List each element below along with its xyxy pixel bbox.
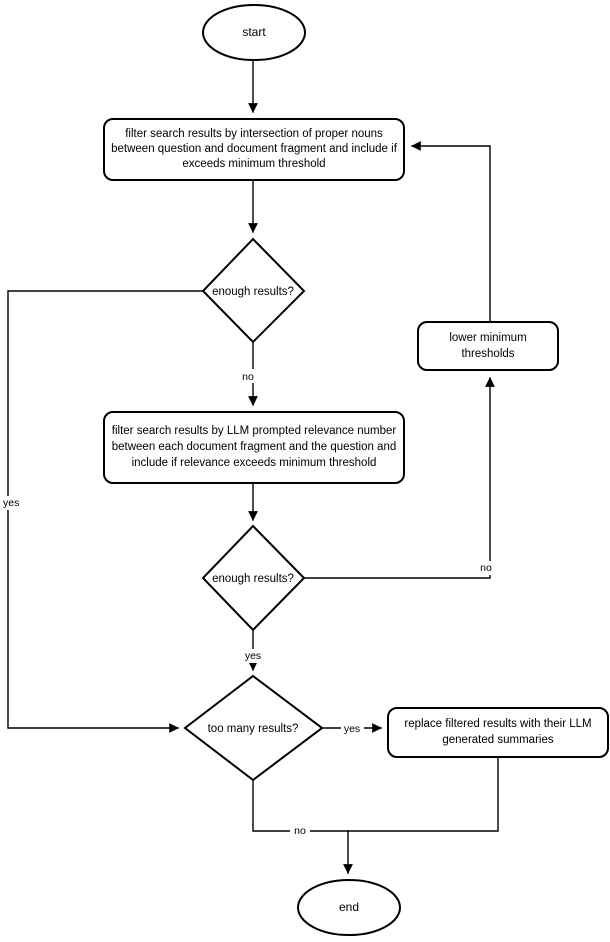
edge-enough-results-2-no-to-lower-thresholds: no bbox=[303, 377, 496, 579]
edge-label-too-many-results-yes: yes bbox=[344, 723, 360, 735]
filter-llm-relevance-label-line3: include if relevance exceeds minimum thr… bbox=[132, 457, 377, 469]
node-lower-thresholds[interactable]: lower minimum thresholds bbox=[417, 321, 559, 371]
too-many-results-label: too many results? bbox=[208, 723, 299, 735]
edge-enough-results-1-no-to-filter-llm-relevance: no bbox=[239, 341, 258, 406]
node-end[interactable]: end bbox=[297, 879, 401, 936]
node-filter-proper-nouns[interactable]: filter search results by intersection of… bbox=[103, 118, 405, 181]
edge-replace-with-summaries-to-end bbox=[347, 756, 499, 832]
filter-llm-relevance-label-line1: filter search results by LLM prompted re… bbox=[112, 425, 397, 437]
lower-thresholds-box-shape bbox=[417, 321, 559, 371]
enough-results-1-diamond-shape bbox=[201, 237, 306, 344]
node-replace-with-summaries[interactable]: replace filtered results with their LLM … bbox=[387, 707, 609, 758]
edge-lower-thresholds-to-filter-proper-nouns bbox=[411, 141, 491, 323]
edge-enough-results-2-yes-to-too-many-results: yes bbox=[242, 629, 265, 671]
enough-results-2-label: enough results? bbox=[212, 573, 294, 585]
enough-results-2-diamond-shape bbox=[201, 524, 306, 632]
filter-llm-relevance-box-shape bbox=[103, 411, 405, 484]
filter-proper-nouns-label-line2: between question and document fragment a… bbox=[111, 143, 398, 155]
edge-label-enough-results-1-no: no bbox=[242, 371, 254, 383]
edge-too-many-results-no-to-end: no bbox=[252, 779, 353, 874]
replace-with-summaries-box-shape bbox=[387, 707, 609, 758]
node-too-many-results[interactable]: too many results? bbox=[183, 674, 324, 782]
filter-proper-nouns-label-line3: exceeds minimum threshold bbox=[182, 158, 325, 170]
filter-llm-relevance-label-line2: between each document fragment and the q… bbox=[112, 441, 397, 453]
edge-enough-results-1-yes-to-too-many-results: yes bbox=[1, 290, 204, 733]
edge-too-many-results-yes-to-replace-with-summaries: yes bbox=[321, 722, 382, 736]
start-label: start bbox=[242, 25, 266, 39]
edge-label-too-many-results-no: no bbox=[294, 825, 306, 837]
lower-thresholds-label-line2: thresholds bbox=[461, 348, 514, 360]
node-start[interactable]: start bbox=[202, 4, 306, 61]
start-ellipse-shape bbox=[202, 4, 306, 61]
edge-label-enough-results-2-no: no bbox=[480, 562, 492, 574]
end-label: end bbox=[339, 900, 359, 914]
filter-proper-nouns-box-shape bbox=[103, 118, 405, 181]
replace-with-summaries-label-line2: generated summaries bbox=[442, 734, 553, 746]
enough-results-1-label: enough results? bbox=[212, 286, 294, 298]
edge-label-enough-results-2-yes: yes bbox=[245, 650, 261, 662]
replace-with-summaries-label-line1: replace filtered results with their LLM bbox=[404, 718, 591, 730]
lower-thresholds-label-line1: lower minimum bbox=[449, 332, 526, 344]
node-filter-llm-relevance[interactable]: filter search results by LLM prompted re… bbox=[103, 411, 405, 484]
filter-proper-nouns-label-line1: filter search results by intersection of… bbox=[125, 128, 383, 140]
node-enough-results-2[interactable]: enough results? bbox=[201, 524, 306, 632]
too-many-results-diamond-shape bbox=[183, 674, 324, 782]
end-ellipse-shape bbox=[297, 879, 401, 936]
node-enough-results-1[interactable]: enough results? bbox=[201, 237, 306, 344]
edge-label-enough-results-1-yes: yes bbox=[3, 497, 19, 509]
